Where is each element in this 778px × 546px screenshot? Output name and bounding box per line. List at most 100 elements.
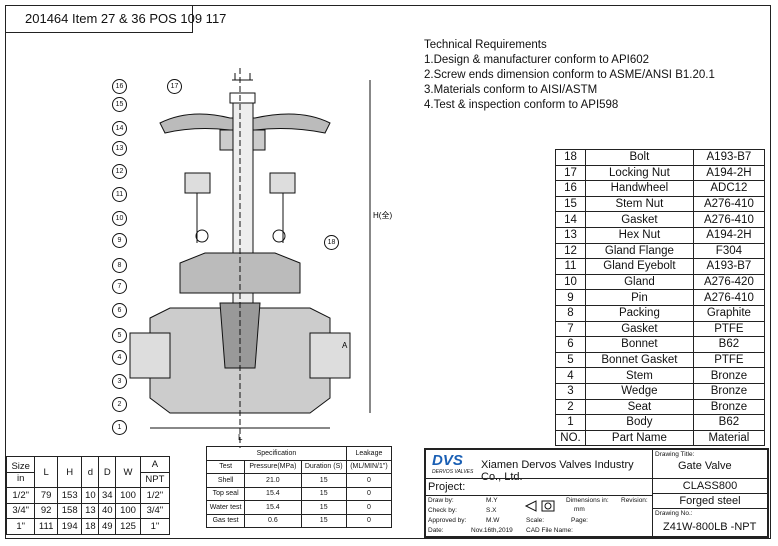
parts-cell: 3 [555, 382, 586, 400]
parts-cell: A194-2H [692, 226, 766, 244]
parts-cell: 12 [555, 242, 586, 260]
parts-cell: Hex Nut [585, 226, 694, 244]
spec-cell: 0.6 [244, 513, 302, 528]
parts-cell: Bronze [692, 367, 766, 384]
size-header: W [115, 456, 141, 488]
parts-cell: Seat [585, 398, 694, 416]
size-cell: 158 [56, 502, 83, 519]
logo-subtitle: DERVOS VALVES [432, 469, 474, 475]
parts-cell: 2 [555, 398, 586, 416]
spec-cell: 0 [345, 513, 393, 528]
parts-cell: A193-B7 [692, 149, 766, 166]
size-cell: 1/2" [5, 487, 36, 504]
height-dimension: H(全) [373, 210, 392, 220]
spec-cell: 15 [300, 513, 347, 528]
parts-cell: Pin [585, 289, 694, 306]
callout-bubble: 14 [112, 121, 127, 136]
stem-top [232, 73, 253, 81]
parts-cell: 17 [555, 164, 586, 182]
size-cell: 40 [98, 502, 117, 519]
size-cell: 100 [115, 502, 141, 519]
spec-cell: 0 [345, 486, 393, 501]
approval-grid: Draw by: M.Y Check by: S.X Approved by: … [425, 495, 653, 537]
tech-item: 2.Screw ends dimension conform to ASME/A… [424, 69, 715, 81]
parts-cell: 8 [555, 304, 586, 322]
parts-cell: Bonnet Gasket [585, 351, 694, 369]
drawing-no-label: Drawing No.: [655, 510, 693, 517]
parts-cell: A276-410 [692, 195, 766, 213]
callout-bubble: 13 [112, 141, 127, 156]
size-header: NPT [139, 471, 171, 488]
callout-bubble: 9 [112, 233, 127, 248]
check-by-label: Check by: [428, 507, 457, 514]
spec-cell: 15 [300, 486, 347, 501]
parts-cell: 5 [555, 351, 586, 369]
parts-cell: 16 [555, 180, 586, 197]
spec-header-cell: Pressure(MPa) [244, 459, 302, 474]
drawing-frame [5, 5, 771, 539]
spec-header-cell: Test [205, 459, 246, 474]
parts-cell: A193-B7 [692, 258, 766, 275]
size-cell: 153 [56, 487, 83, 504]
length-dimension: L [238, 433, 243, 442]
parts-cell: A276-420 [692, 273, 766, 291]
size-cell: 79 [34, 487, 58, 504]
reference-label: 201464 Item 27 & 36 POS 109 117 [5, 5, 226, 33]
size-cell: 100 [115, 487, 141, 504]
parts-cell: Bolt [585, 149, 694, 166]
callout-bubble: 5 [112, 328, 127, 343]
size-cell: 92 [34, 502, 58, 519]
callout-bubble: 7 [112, 279, 127, 294]
parts-cell: Gland [585, 273, 694, 291]
parts-cell: PTFE [692, 351, 766, 369]
size-cell: 1" [5, 518, 36, 535]
section-a-label: A [342, 341, 348, 350]
spec-header-cell: Duration (S) [300, 459, 347, 474]
parts-cell: A276-410 [692, 289, 766, 306]
parts-cell: Bronze [692, 398, 766, 416]
bonnet [179, 252, 301, 294]
parts-cell: Gasket [585, 211, 694, 228]
callout-bubble: 12 [112, 164, 127, 179]
parts-header-cell: Part Name [585, 429, 694, 447]
parts-header-cell: Material [692, 429, 766, 447]
dimensions-label: Dimensions in: [566, 497, 609, 504]
gate-valve-section-drawing: H(全) L A [129, 68, 392, 448]
approved-by: M.W [486, 517, 500, 524]
cad-file-label: CAD File Name: [526, 527, 573, 534]
callout-bubble: 6 [112, 303, 127, 318]
parts-cell: F304 [692, 242, 766, 260]
title-block: DVS DERVOS VALVES Xiamen Dervos Valves I… [424, 448, 769, 538]
size-cell: 34 [98, 487, 117, 504]
tech-item: 1.Design & manufacturer conform to API60… [424, 54, 650, 66]
drawn-by-label: Draw by: [428, 497, 454, 504]
parts-cell: Graphite [692, 304, 766, 322]
parts-cell: Gland Flange [585, 242, 694, 260]
parts-header-cell: NO. [555, 429, 586, 447]
callout-bubble: 10 [112, 211, 127, 226]
callout-bubble: 18 [324, 235, 339, 250]
parts-cell: Bonnet [585, 336, 694, 353]
spec-cell: 15 [300, 473, 347, 488]
callout-bubble: 11 [112, 187, 127, 202]
technical-requirements: Technical Requirements 1.Design & manufa… [424, 38, 715, 113]
dimensions-unit: mm [574, 506, 585, 513]
parts-cell: B62 [692, 414, 766, 431]
company-cell: DVS DERVOS VALVES Xiamen Dervos Valves I… [425, 449, 653, 483]
